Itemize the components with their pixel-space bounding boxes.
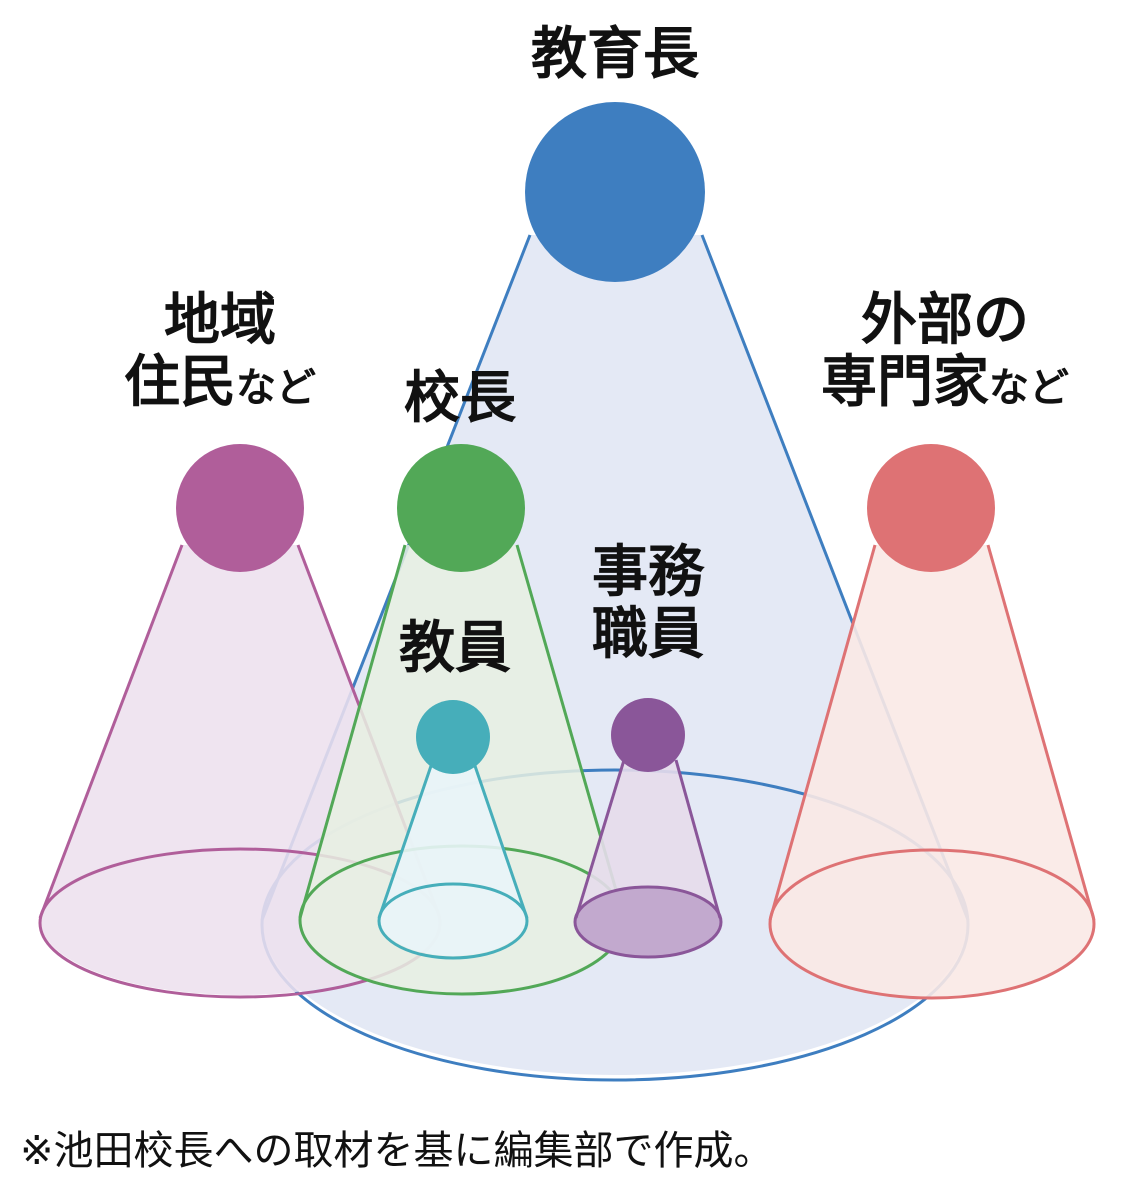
external-base-ellipse bbox=[768, 848, 1096, 1000]
teachers-label: 教員 bbox=[375, 618, 535, 680]
principal-cone-left-edge bbox=[298, 544, 407, 919]
office-base-ellipse bbox=[573, 885, 723, 959]
community-label-line1: 地域 bbox=[164, 288, 276, 353]
external-label-main: 専門家 bbox=[821, 349, 989, 415]
superintendent-label: 教育長 bbox=[515, 24, 715, 86]
community-label: 地域 住民など bbox=[90, 290, 350, 413]
external-label-line2: 専門家など bbox=[780, 349, 1110, 415]
teachers-cone-right-edge bbox=[472, 762, 529, 919]
office-label-line2: 職員 bbox=[592, 601, 704, 667]
office-circle bbox=[611, 698, 685, 772]
principal-label-text: 校長 bbox=[404, 366, 516, 431]
external-cone bbox=[768, 544, 1096, 1000]
teachers-base-ellipse bbox=[377, 882, 529, 960]
office-label: 事務 職員 bbox=[568, 542, 728, 665]
external-label: 外部の 専門家など bbox=[780, 290, 1110, 413]
community-label-main: 住民 bbox=[124, 349, 236, 415]
community-cone-left-edge bbox=[38, 544, 184, 919]
footnote: ※池田校長への取材を基に編集部で作成。 bbox=[20, 1128, 774, 1174]
external-cone-left-edge bbox=[768, 544, 877, 921]
community-circle bbox=[176, 444, 304, 572]
external-label-line1: 外部の bbox=[861, 288, 1029, 353]
office-cone-left-edge bbox=[574, 759, 626, 919]
external-cone-right-edge bbox=[986, 544, 1096, 921]
external-label-suffix: など bbox=[989, 364, 1069, 411]
teachers-label-text: 教員 bbox=[399, 616, 511, 681]
teachers-cone-left-edge bbox=[377, 762, 434, 919]
superintendent-circle bbox=[525, 102, 705, 282]
principal-label: 校長 bbox=[380, 368, 540, 430]
teachers-circle bbox=[416, 700, 490, 774]
superintendent-label-text: 教育長 bbox=[531, 22, 699, 87]
office-cone-right-edge bbox=[674, 759, 722, 919]
community-label-line2: 住民など bbox=[90, 349, 350, 415]
office-label-line1: 事務 bbox=[592, 540, 704, 605]
community-label-suffix: など bbox=[236, 364, 316, 411]
external-circle bbox=[867, 444, 995, 572]
office-cone bbox=[573, 759, 723, 959]
teachers-cone bbox=[377, 762, 529, 960]
principal-circle bbox=[397, 444, 525, 572]
external-cone-fill bbox=[770, 545, 1094, 997]
